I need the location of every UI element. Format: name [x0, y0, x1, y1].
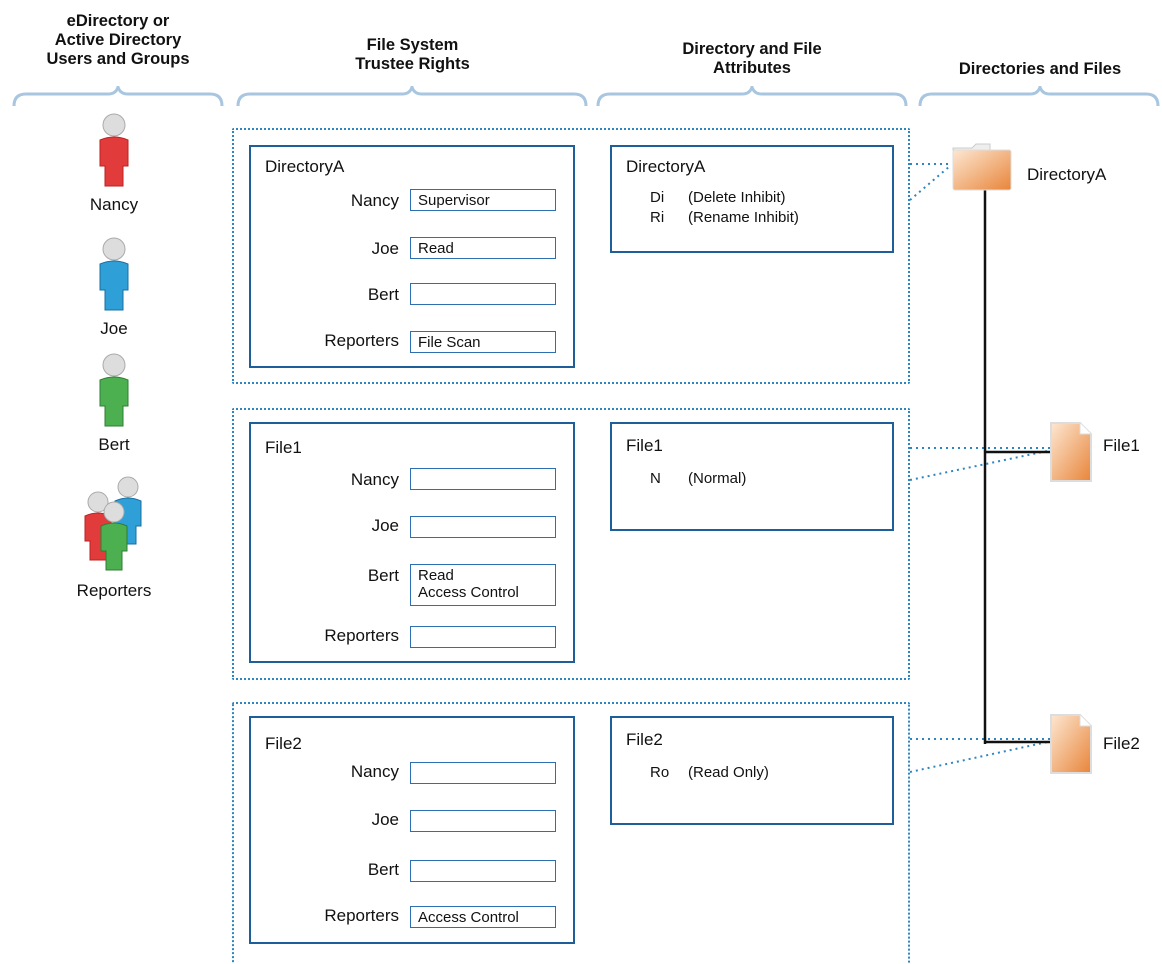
group-icon [84, 476, 142, 571]
panel-title: DirectoryA [626, 157, 706, 176]
row-user: Reporters [324, 331, 399, 350]
tree-label-file1: File1 [1103, 436, 1140, 455]
attribute-desc: (Rename Inhibit) [688, 209, 799, 226]
rights-box [410, 468, 556, 490]
rights-box: Access Control [410, 906, 556, 928]
attr-panel-file1: File1 N (Normal) [610, 422, 894, 531]
user-label: Joe [100, 319, 128, 338]
person-green-icon [99, 353, 129, 427]
header-brace-users [12, 86, 224, 107]
attribute-desc: (Normal) [688, 470, 747, 487]
row-user: Joe [371, 810, 399, 829]
user-nancy: Nancy [54, 112, 174, 215]
header-attributes: Directory and File Attributes [682, 40, 822, 77]
rights-box [410, 810, 556, 832]
rights-box: Read Access Control [410, 564, 556, 606]
panel-title: File2 [265, 734, 302, 753]
header-brace-attributes [596, 86, 908, 107]
rights-box: Supervisor [410, 189, 556, 211]
tree-label-file2: File2 [1103, 734, 1140, 753]
attribute-desc: (Read Only) [688, 764, 769, 781]
attribute-row: Ri (Rename Inhibit) [650, 209, 799, 226]
row-user: Joe [371, 239, 399, 258]
row-user: Reporters [324, 626, 399, 645]
row-user: Bert [367, 285, 399, 304]
attribute-code: Di [650, 189, 665, 206]
section-file1 [232, 408, 910, 680]
section-directorya [232, 128, 910, 384]
attr-panel-directorya: DirectoryA Di (Delete Inhibit) Ri (Rename … [610, 145, 894, 253]
user-label: Bert [98, 435, 130, 454]
attribute-code: Ri [650, 209, 665, 226]
rights-box [410, 762, 556, 784]
row-user: Bert [367, 860, 399, 879]
file2-document-icon [1050, 714, 1092, 774]
attribute-code: N [650, 470, 661, 487]
header-trustee-rights: File System Trustee Rights [355, 36, 470, 73]
trustee-panel-file1: File1 Nancy Joe Bert Read Access Control… [249, 422, 575, 663]
user-bert: Bert [54, 352, 174, 455]
file1-document-icon [1050, 422, 1092, 482]
row-user: Bert [367, 566, 399, 585]
attribute-row: Di (Delete Inhibit) [650, 189, 786, 206]
panel-title: File1 [265, 438, 302, 457]
user-reporters: Reporters [54, 474, 174, 601]
user-joe: Joe [54, 236, 174, 339]
attribute-code: Ro [650, 764, 670, 781]
row-user: Nancy [350, 470, 399, 489]
row-user: Reporters [324, 906, 399, 925]
person-red-icon [99, 113, 129, 187]
panel-title: DirectoryA [265, 157, 345, 176]
rights-box [410, 516, 556, 538]
row-user: Nancy [350, 191, 399, 210]
attribute-desc: (Delete Inhibit) [688, 189, 786, 206]
panel-title: File2 [626, 730, 663, 749]
rights-box [410, 626, 556, 648]
header-brace-trustee [236, 86, 588, 107]
row-user: Nancy [350, 762, 399, 781]
attr-panel-file2: File2 Ro (Read Only) [610, 716, 894, 825]
tree-label-directorya: DirectoryA [1027, 165, 1107, 184]
rights-box [410, 860, 556, 882]
person-blue-icon [99, 237, 129, 311]
row-user: Joe [371, 516, 399, 535]
trustee-panel-file2: File2 Nancy Joe Bert Reporters Access Co… [249, 716, 575, 944]
section-file2 [232, 702, 910, 964]
rights-box: File Scan [410, 331, 556, 353]
folder-icon [952, 143, 1012, 191]
trustee-panel-directorya: DirectoryA Nancy Supervisor Joe Read Ber… [249, 145, 575, 368]
panel-title: File1 [626, 436, 663, 455]
header-directories-files: Directories and Files [958, 60, 1122, 78]
rights-box [410, 283, 556, 305]
rights-box: Read [410, 237, 556, 259]
header-brace-files [918, 86, 1160, 107]
user-label: Reporters [76, 581, 152, 600]
user-label: Nancy [89, 195, 139, 214]
header-users: eDirectory or Active Directory Users and… [46, 12, 190, 68]
attribute-row: Ro (Read Only) [650, 764, 769, 781]
attribute-row: N (Normal) [650, 470, 746, 487]
